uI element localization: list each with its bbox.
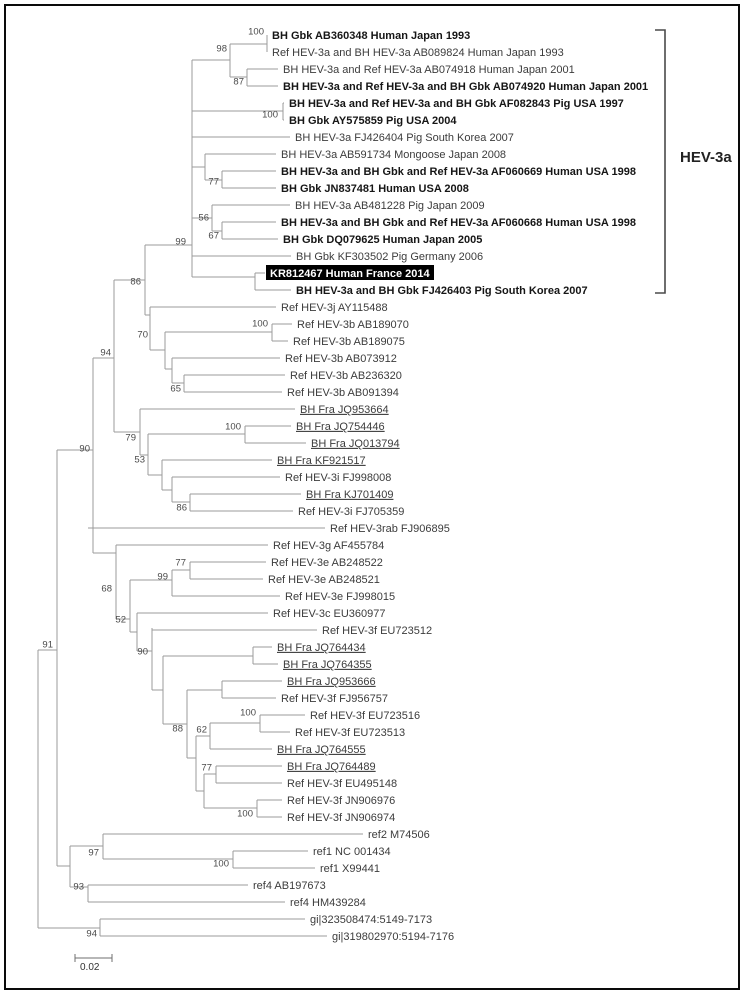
taxon-label: Ref HEV-3f JN906976 <box>287 795 395 807</box>
taxon-label: BH HEV-3a and BH Gbk and Ref HEV-3a AF06… <box>281 217 636 229</box>
bootstrap-value: 70 <box>137 329 148 340</box>
bootstrap-value: 94 <box>86 928 97 939</box>
bootstrap-value: 94 <box>100 347 111 358</box>
taxon-label: BH HEV-3a FJ426404 Pig South Korea 2007 <box>295 132 514 144</box>
taxon-label: BH Gbk KF303502 Pig Germany 2006 <box>296 251 483 263</box>
bootstrap-value: 100 <box>262 109 278 120</box>
taxon-label: BH Gbk JN837481 Human USA 2008 <box>281 183 469 195</box>
taxon-label: BH Fra JQ764489 <box>287 761 376 773</box>
taxon-label: BH HEV-3a AB591734 Mongoose Japan 2008 <box>281 149 506 161</box>
clade-label: HEV-3a <box>680 149 732 166</box>
bootstrap-value: 100 <box>225 421 241 432</box>
taxon-label: gi|319802970:5194-7176 <box>332 931 454 943</box>
bootstrap-value: 93 <box>73 881 84 892</box>
bootstrap-value: 90 <box>137 646 148 657</box>
bootstrap-value: 65 <box>170 383 181 394</box>
bootstrap-value: 100 <box>248 26 264 37</box>
bootstrap-value: 99 <box>157 571 168 582</box>
taxon-label: BH Fra KJ701409 <box>306 489 393 501</box>
highlighted-taxon-box <box>266 265 434 280</box>
highlighted-taxon-label: KR812467 Human France 2014 <box>270 268 430 280</box>
taxon-label: Ref HEV-3i FJ705359 <box>298 506 404 518</box>
taxon-label: BH Fra JQ764555 <box>277 744 366 756</box>
bootstrap-value: 86 <box>176 502 187 513</box>
bootstrap-value: 68 <box>101 583 112 594</box>
bootstrap-value: 77 <box>208 176 219 187</box>
bootstrap-value: 67 <box>208 230 219 241</box>
taxon-label: Ref HEV-3e FJ998015 <box>285 591 395 603</box>
taxon-label: ref1 X99441 <box>320 863 380 875</box>
taxon-label: BH Gbk AY575859 Pig USA 2004 <box>289 115 457 127</box>
bootstrap-value: 77 <box>175 557 186 568</box>
taxon-label: Ref HEV-3c EU360977 <box>273 608 386 620</box>
bootstrap-value: 86 <box>130 276 141 287</box>
bootstrap-value: 53 <box>134 454 145 465</box>
bootstrap-value: 88 <box>172 723 183 734</box>
taxon-label: ref4 HM439284 <box>290 897 366 909</box>
bootstrap-value: 79 <box>125 432 136 443</box>
taxon-label: BH Fra JQ953664 <box>300 404 389 416</box>
taxon-label: BH HEV-3a and Ref HEV-3a and BH Gbk AB07… <box>283 81 648 93</box>
taxon-label: Ref HEV-3j AY115488 <box>281 302 388 314</box>
bootstrap-value: 52 <box>115 614 126 625</box>
bootstrap-value: 98 <box>216 43 227 54</box>
taxon-label: BH Gbk DQ079625 Human Japan 2005 <box>283 234 482 246</box>
taxon-label: Ref HEV-3f JN906974 <box>287 812 395 824</box>
taxon-label: Ref HEV-3b AB091394 <box>287 387 399 399</box>
clade-bracket <box>655 29 666 294</box>
bootstrap-value: 62 <box>196 724 207 735</box>
bootstrap-value: 87 <box>233 76 244 87</box>
taxon-label: ref4 AB197673 <box>253 880 326 892</box>
bootstrap-value: 97 <box>88 847 99 858</box>
taxon-label: BH HEV-3a and Ref HEV-3a and BH Gbk AF08… <box>289 98 624 110</box>
taxon-label: Ref HEV-3a and BH HEV-3a AB089824 Human … <box>272 47 564 59</box>
taxon-label: Ref HEV-3e AB248521 <box>268 574 380 586</box>
taxon-label: Ref HEV-3b AB189070 <box>297 319 409 331</box>
taxon-label: Ref HEV-3f EU723516 <box>310 710 420 722</box>
bootstrap-value: 100 <box>237 808 253 819</box>
taxon-label: Ref HEV-3f FJ956757 <box>281 693 388 705</box>
taxon-label: Ref HEV-3f EU723513 <box>295 727 405 739</box>
taxon-label: BH Fra JQ764355 <box>283 659 372 671</box>
taxon-label: BH Fra JQ953666 <box>287 676 376 688</box>
scale-bar-label: 0.02 <box>80 962 100 973</box>
taxon-label: Ref HEV-3b AB073912 <box>285 353 397 365</box>
bootstrap-value: 99 <box>175 236 186 247</box>
taxon-label: Ref HEV-3f EU495148 <box>287 778 397 790</box>
taxon-label: BH HEV-3a and BH Gbk FJ426403 Pig South … <box>296 285 588 297</box>
taxon-label: gi|323508474:5149-7173 <box>310 914 432 926</box>
taxon-label: Ref HEV-3g AF455784 <box>273 540 384 552</box>
taxon-label: BH HEV-3a and Ref HEV-3a AB074918 Human … <box>283 64 575 76</box>
taxon-label: BH HEV-3a AB481228 Pig Japan 2009 <box>295 200 485 212</box>
taxon-label: BH HEV-3a and BH Gbk and Ref HEV-3a AF06… <box>281 166 636 178</box>
taxon-label: BH Gbk AB360348 Human Japan 1993 <box>272 30 470 42</box>
bootstrap-value: 90 <box>79 443 90 454</box>
taxon-label: Ref HEV-3b AB236320 <box>290 370 402 382</box>
bootstrap-value: 91 <box>42 639 53 650</box>
taxon-label: Ref HEV-3i FJ998008 <box>285 472 391 484</box>
bootstrap-value: 56 <box>198 212 209 223</box>
taxon-label: Ref HEV-3rab FJ906895 <box>330 523 450 535</box>
taxon-label: Ref HEV-3e AB248522 <box>271 557 383 569</box>
bootstrap-value: 77 <box>201 762 212 773</box>
bootstrap-value: 100 <box>252 318 268 329</box>
taxon-label: ref1 NC 001434 <box>313 846 391 858</box>
taxon-label: BH Fra KF921517 <box>277 455 366 467</box>
bootstrap-value: 100 <box>240 707 256 718</box>
taxon-label: BH Fra JQ754446 <box>296 421 385 433</box>
taxon-label: ref2 M74506 <box>368 829 430 841</box>
taxon-label: Ref HEV-3b AB189075 <box>293 336 405 348</box>
taxon-label: Ref HEV-3f EU723512 <box>322 625 432 637</box>
bootstrap-value: 100 <box>213 858 229 869</box>
taxon-label: BH Fra JQ764434 <box>277 642 366 654</box>
taxon-label: BH Fra JQ013794 <box>311 438 400 450</box>
